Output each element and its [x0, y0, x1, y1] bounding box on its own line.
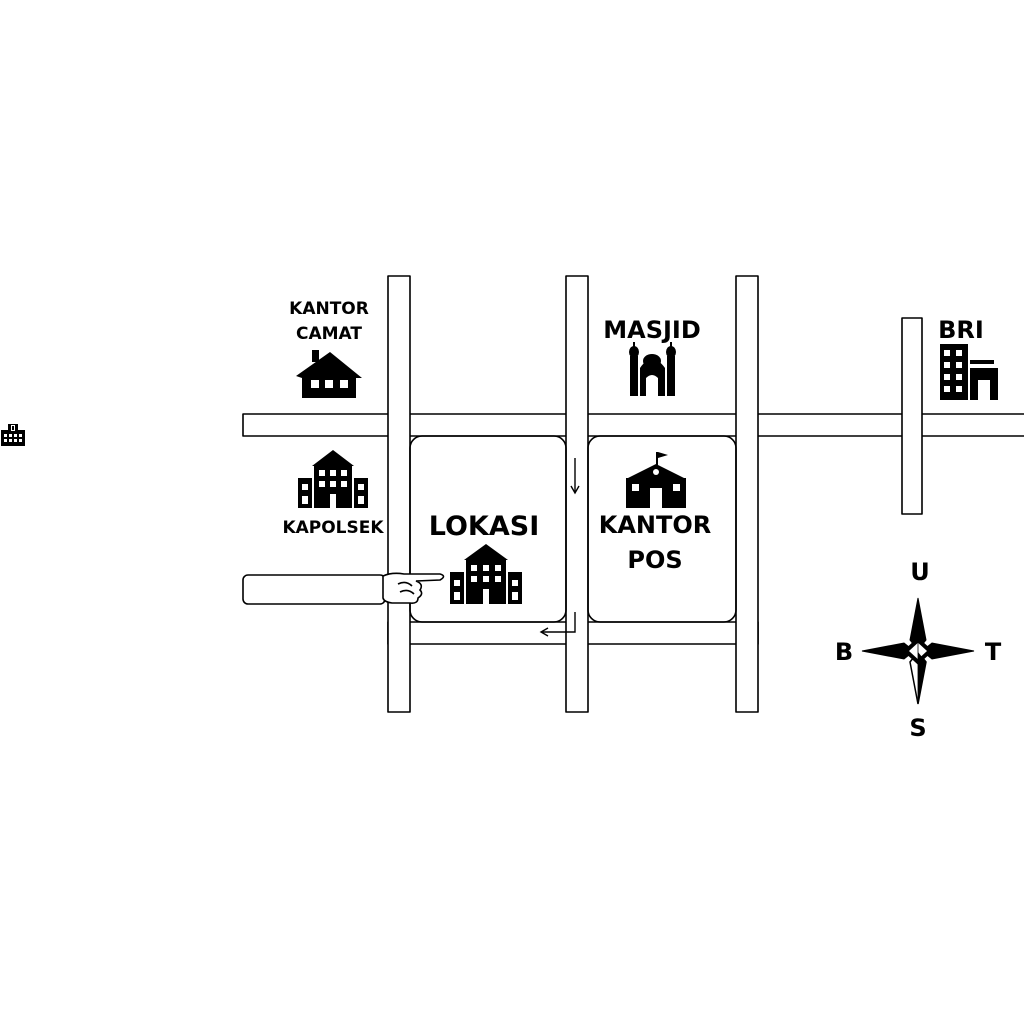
kantor-pos-label-line2: POS: [627, 546, 682, 574]
masjid-label: MASJID: [603, 316, 701, 344]
kapolsek-label: KAPOLSEK: [282, 518, 384, 538]
kantor-pos-label-line1: KANTOR: [599, 511, 712, 539]
compass-west-label: B: [835, 638, 853, 666]
bri-label: BRI: [938, 316, 984, 344]
kantor-camat-label-line2: CAMAT: [296, 324, 362, 344]
pointing-hand-icon: [242, 572, 445, 605]
compass-rose: [861, 597, 975, 705]
kantor-camat-label-line1: KANTOR: [289, 299, 369, 319]
mosque-icon: [629, 342, 676, 396]
road-intersections: [389, 415, 921, 643]
block-outlines: [409, 435, 737, 623]
house-icon: [296, 350, 362, 398]
post-office-icon: [626, 452, 686, 508]
route-arrows: [539, 458, 580, 637]
office-building-icon: [940, 344, 998, 400]
lokasi-label: LOKASI: [429, 511, 540, 542]
compass-north-label: U: [910, 558, 930, 586]
road-network: [242, 275, 1024, 713]
compass-east-label: T: [985, 638, 1002, 666]
police-building-icon: [298, 450, 368, 508]
hospital-icon: [1, 424, 25, 446]
compass-south-label: S: [909, 714, 926, 742]
location-building-icon: [450, 544, 522, 604]
